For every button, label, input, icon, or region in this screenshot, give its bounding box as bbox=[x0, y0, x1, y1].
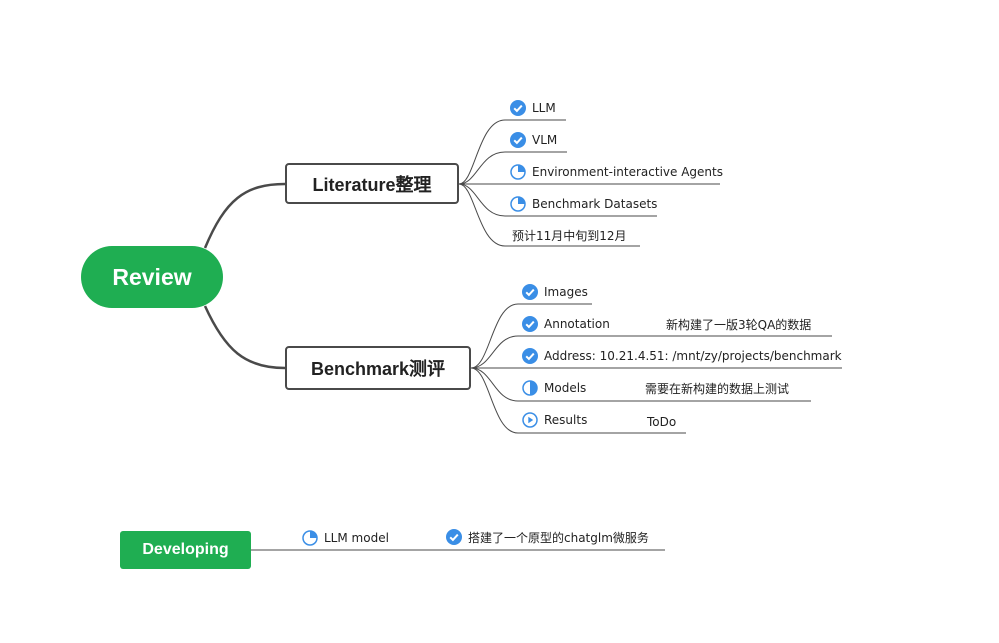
topic-literature[interactable]: Literature整理 bbox=[285, 163, 459, 204]
benchmark-item-models[interactable]: Models bbox=[522, 379, 586, 397]
check-circle-icon bbox=[522, 316, 538, 332]
quarter-progress-icon bbox=[510, 196, 526, 212]
models-note[interactable]: 需要在新构建的数据上测试 bbox=[645, 382, 790, 396]
half-progress-icon bbox=[522, 380, 538, 396]
check-circle-icon bbox=[446, 529, 462, 545]
literature-item-label: Benchmark Datasets bbox=[532, 197, 658, 211]
literature-item-datasets[interactable]: Benchmark Datasets bbox=[510, 195, 657, 213]
literature-item-vlm[interactable]: VLM bbox=[510, 131, 557, 149]
developing-item-llm-model[interactable]: LLM model bbox=[302, 529, 389, 547]
check-circle-icon bbox=[522, 348, 538, 364]
benchmark-item-address[interactable]: Address: 10.21.4.51: /mnt/zy/projects/be… bbox=[522, 347, 842, 365]
developing-sub-item[interactable]: 搭建了一个原型的chatglm微服务 bbox=[446, 528, 649, 546]
results-note[interactable]: ToDo bbox=[647, 415, 677, 429]
check-circle-icon bbox=[510, 100, 526, 116]
literature-note[interactable]: 预计11月中旬到12月 bbox=[512, 229, 627, 243]
benchmark-item-label: Results bbox=[544, 413, 588, 427]
benchmark-item-annotation[interactable]: Annotation bbox=[522, 315, 610, 333]
topic-benchmark[interactable]: Benchmark测评 bbox=[285, 346, 471, 390]
root-review-node[interactable]: Review bbox=[81, 246, 223, 308]
check-circle-icon bbox=[522, 284, 538, 300]
developing-item-label: LLM model bbox=[324, 531, 389, 545]
literature-item-label: Environment-interactive Agents bbox=[532, 165, 723, 179]
play-circle-icon bbox=[522, 412, 538, 428]
check-circle-icon bbox=[510, 132, 526, 148]
benchmark-item-images[interactable]: Images bbox=[522, 283, 588, 301]
benchmark-item-label: Images bbox=[544, 285, 588, 299]
literature-item-llm[interactable]: LLM bbox=[510, 99, 556, 117]
literature-item-label: LLM bbox=[532, 101, 556, 115]
literature-item-label: VLM bbox=[532, 133, 558, 147]
literature-item-agents[interactable]: Environment-interactive Agents bbox=[510, 163, 723, 181]
benchmark-item-label: Annotation bbox=[544, 317, 610, 331]
benchmark-item-results[interactable]: Results bbox=[522, 411, 587, 429]
benchmark-item-label: Address: 10.21.4.51: /mnt/zy/projects/be… bbox=[544, 349, 842, 363]
quarter-progress-icon bbox=[302, 530, 318, 546]
annotation-note[interactable]: 新构建了一版3轮QA的数据 bbox=[666, 318, 812, 332]
developing-node[interactable]: Developing bbox=[120, 531, 251, 569]
benchmark-item-label: Models bbox=[544, 381, 587, 395]
developing-sub-label: 搭建了一个原型的chatglm微服务 bbox=[468, 530, 649, 545]
quarter-progress-icon bbox=[510, 164, 526, 180]
